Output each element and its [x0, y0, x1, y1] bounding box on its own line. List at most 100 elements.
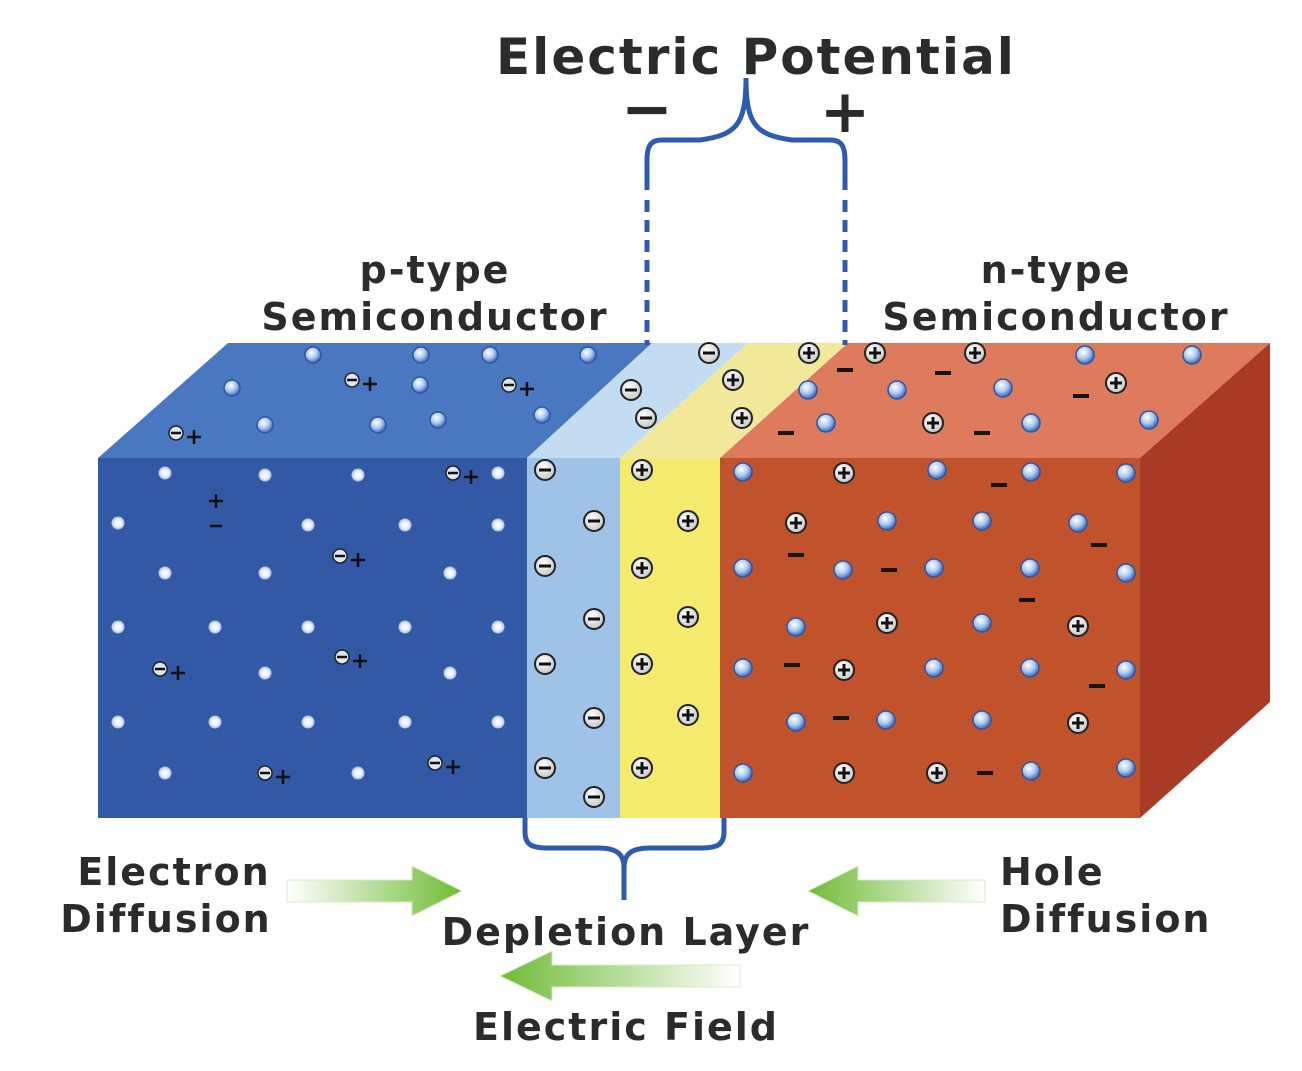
positive-ion: [1105, 372, 1127, 394]
negative-ion: [534, 757, 556, 779]
depletion-bracket: [522, 818, 727, 900]
hole-carrier: [1020, 558, 1040, 578]
depletion-n-top: [620, 343, 848, 458]
negative-ion: [583, 510, 605, 532]
hole-carrier: [972, 613, 992, 633]
hole-carrier: [733, 558, 753, 578]
hole-carrier: [1020, 658, 1040, 678]
hole-carrier: [579, 346, 597, 364]
negative-ion: [534, 555, 556, 577]
hole-carrier: [924, 558, 944, 578]
hole-carrier: [111, 715, 125, 729]
hole-carrier: [733, 658, 753, 678]
depletion-n-front: [620, 458, 720, 818]
hole-carrier: [1116, 563, 1136, 583]
electric-potential-title: Electric Potential: [496, 28, 1016, 86]
positive-ion: [833, 659, 855, 681]
hole-carrier: [158, 566, 172, 580]
negative-ion: [698, 342, 720, 364]
positive-ion: [833, 462, 855, 484]
hole-carrier: [398, 518, 412, 532]
hole-carrier: [887, 380, 907, 400]
hole-carrier: [256, 416, 274, 434]
p-type-semiconductor-label: Semiconductor: [261, 295, 608, 339]
hole-carrier: [1021, 761, 1041, 781]
positive-ion: [677, 704, 699, 726]
positive-ion: [677, 510, 699, 532]
hole-carrier: [993, 378, 1013, 398]
hole-carrier: [491, 518, 505, 532]
acceptor-pair: [332, 548, 365, 567]
hole-carrier: [1116, 660, 1136, 680]
positive-ion: [876, 612, 898, 634]
hole-carrier: [1068, 513, 1088, 533]
acceptor-pair: [209, 494, 223, 528]
electric-field-label: Electric Field: [473, 1005, 779, 1049]
p-region-front: [98, 458, 527, 818]
electron-diffusion-label: Diffusion: [60, 897, 272, 941]
hole-carrier: [223, 379, 241, 397]
positive-ion: [926, 762, 948, 784]
hole-carrier: [411, 376, 429, 394]
positive-ion: [722, 369, 744, 391]
hole-carrier: [258, 666, 272, 680]
p-region-top: [98, 343, 652, 458]
acceptor-pair: [257, 765, 290, 784]
electron-diffusion-arrow: [286, 865, 464, 917]
hole-carrier: [1021, 413, 1041, 433]
electric-field-arrow: [498, 950, 741, 1002]
negative-ion: [534, 459, 556, 481]
n-region-front: [720, 458, 1140, 818]
depletion-p-top: [527, 343, 748, 458]
negative-ion: [583, 786, 605, 808]
hole-carrier: [301, 518, 315, 532]
hole-carrier: [1075, 345, 1095, 365]
hole-carrier: [412, 346, 430, 364]
acceptor-pair: [168, 425, 201, 444]
hole-carrier: [208, 620, 222, 634]
hole-carrier: [786, 712, 806, 732]
hole-carrier: [369, 416, 387, 434]
n-type-semiconductor-label: Semiconductor: [882, 295, 1229, 339]
hole-carrier: [1116, 463, 1136, 483]
hole-label: Hole: [1000, 850, 1105, 894]
negative-ion: [583, 707, 605, 729]
positive-ion: [798, 342, 820, 364]
hole-carrier: [927, 460, 947, 480]
hole-carrier: [733, 462, 753, 482]
hole-carrier: [1139, 410, 1159, 430]
positive-ion: [631, 757, 653, 779]
hole-carrier: [258, 566, 272, 580]
hole-carrier: [491, 715, 505, 729]
hole-carrier: [111, 620, 125, 634]
depletion-layer-label: Depletion Layer: [442, 910, 811, 954]
hole-carrier: [158, 466, 172, 480]
hole-carrier: [533, 406, 551, 424]
positive-ion: [731, 407, 753, 429]
hole-carrier: [158, 766, 172, 780]
hole-diffusion-label: Diffusion: [1000, 897, 1212, 941]
potential-plus-sign: +: [820, 77, 870, 147]
acceptor-pair: [427, 755, 460, 774]
hole-carrier: [351, 766, 365, 780]
hole-carrier: [208, 715, 222, 729]
hole-carrier: [1116, 758, 1136, 778]
hole-carrier: [258, 468, 272, 482]
acceptor-pair: [334, 649, 367, 668]
negative-ion: [620, 379, 642, 401]
positive-ion: [631, 459, 653, 481]
potential-minus-sign: −: [621, 72, 673, 145]
positive-ion: [1067, 712, 1089, 734]
acceptor-pair: [344, 372, 377, 391]
positive-ion: [1067, 615, 1089, 637]
positive-ion: [964, 342, 986, 364]
hole-carrier: [443, 666, 457, 680]
hole-carrier: [301, 620, 315, 634]
acceptor-pair: [445, 465, 478, 484]
electron-label: Electron: [77, 850, 270, 894]
hole-carrier: [491, 620, 505, 634]
negative-ion: [635, 407, 657, 429]
n-region-top: [720, 343, 1270, 458]
